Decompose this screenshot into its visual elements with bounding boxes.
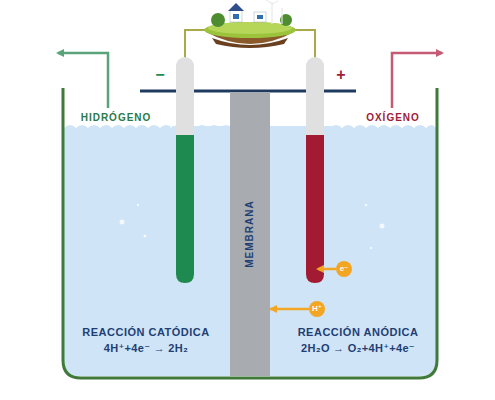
- polarity-sign: +: [336, 66, 345, 84]
- reaction-title: REACCIÓN CATÓDICA: [82, 326, 209, 338]
- proton-arrow: [270, 308, 309, 311]
- tank: [63, 88, 437, 378]
- gas-label: HIDRÓGENO: [81, 112, 152, 123]
- oxygen-arrow: [392, 53, 442, 108]
- reaction-equation: 2H₂O → O₂+4H⁺+4e⁻: [301, 342, 415, 355]
- reaction-title: REACCIÓN ANÓDICA: [298, 326, 419, 338]
- electron-arrow: [318, 268, 336, 271]
- island: [204, 0, 296, 48]
- cathode: [176, 57, 194, 283]
- electron-circle: e⁻: [336, 261, 352, 277]
- ion-label: e⁻: [340, 265, 349, 273]
- reaction-equation: 4H⁺+4e⁻ → 2H₂: [104, 342, 188, 355]
- anode: [306, 57, 324, 283]
- gas-label: OXÍGENO: [366, 112, 420, 123]
- hydrogen-arrow: [58, 53, 108, 108]
- membrane-label: MEMBRANA: [245, 200, 255, 267]
- membrane-band: MEMBRANA: [230, 92, 270, 376]
- ion-label: H⁺: [312, 305, 322, 313]
- proton-circle: H⁺: [309, 301, 325, 317]
- polarity-sign: −: [155, 66, 164, 84]
- wire: [185, 30, 206, 58]
- wire: [294, 30, 315, 58]
